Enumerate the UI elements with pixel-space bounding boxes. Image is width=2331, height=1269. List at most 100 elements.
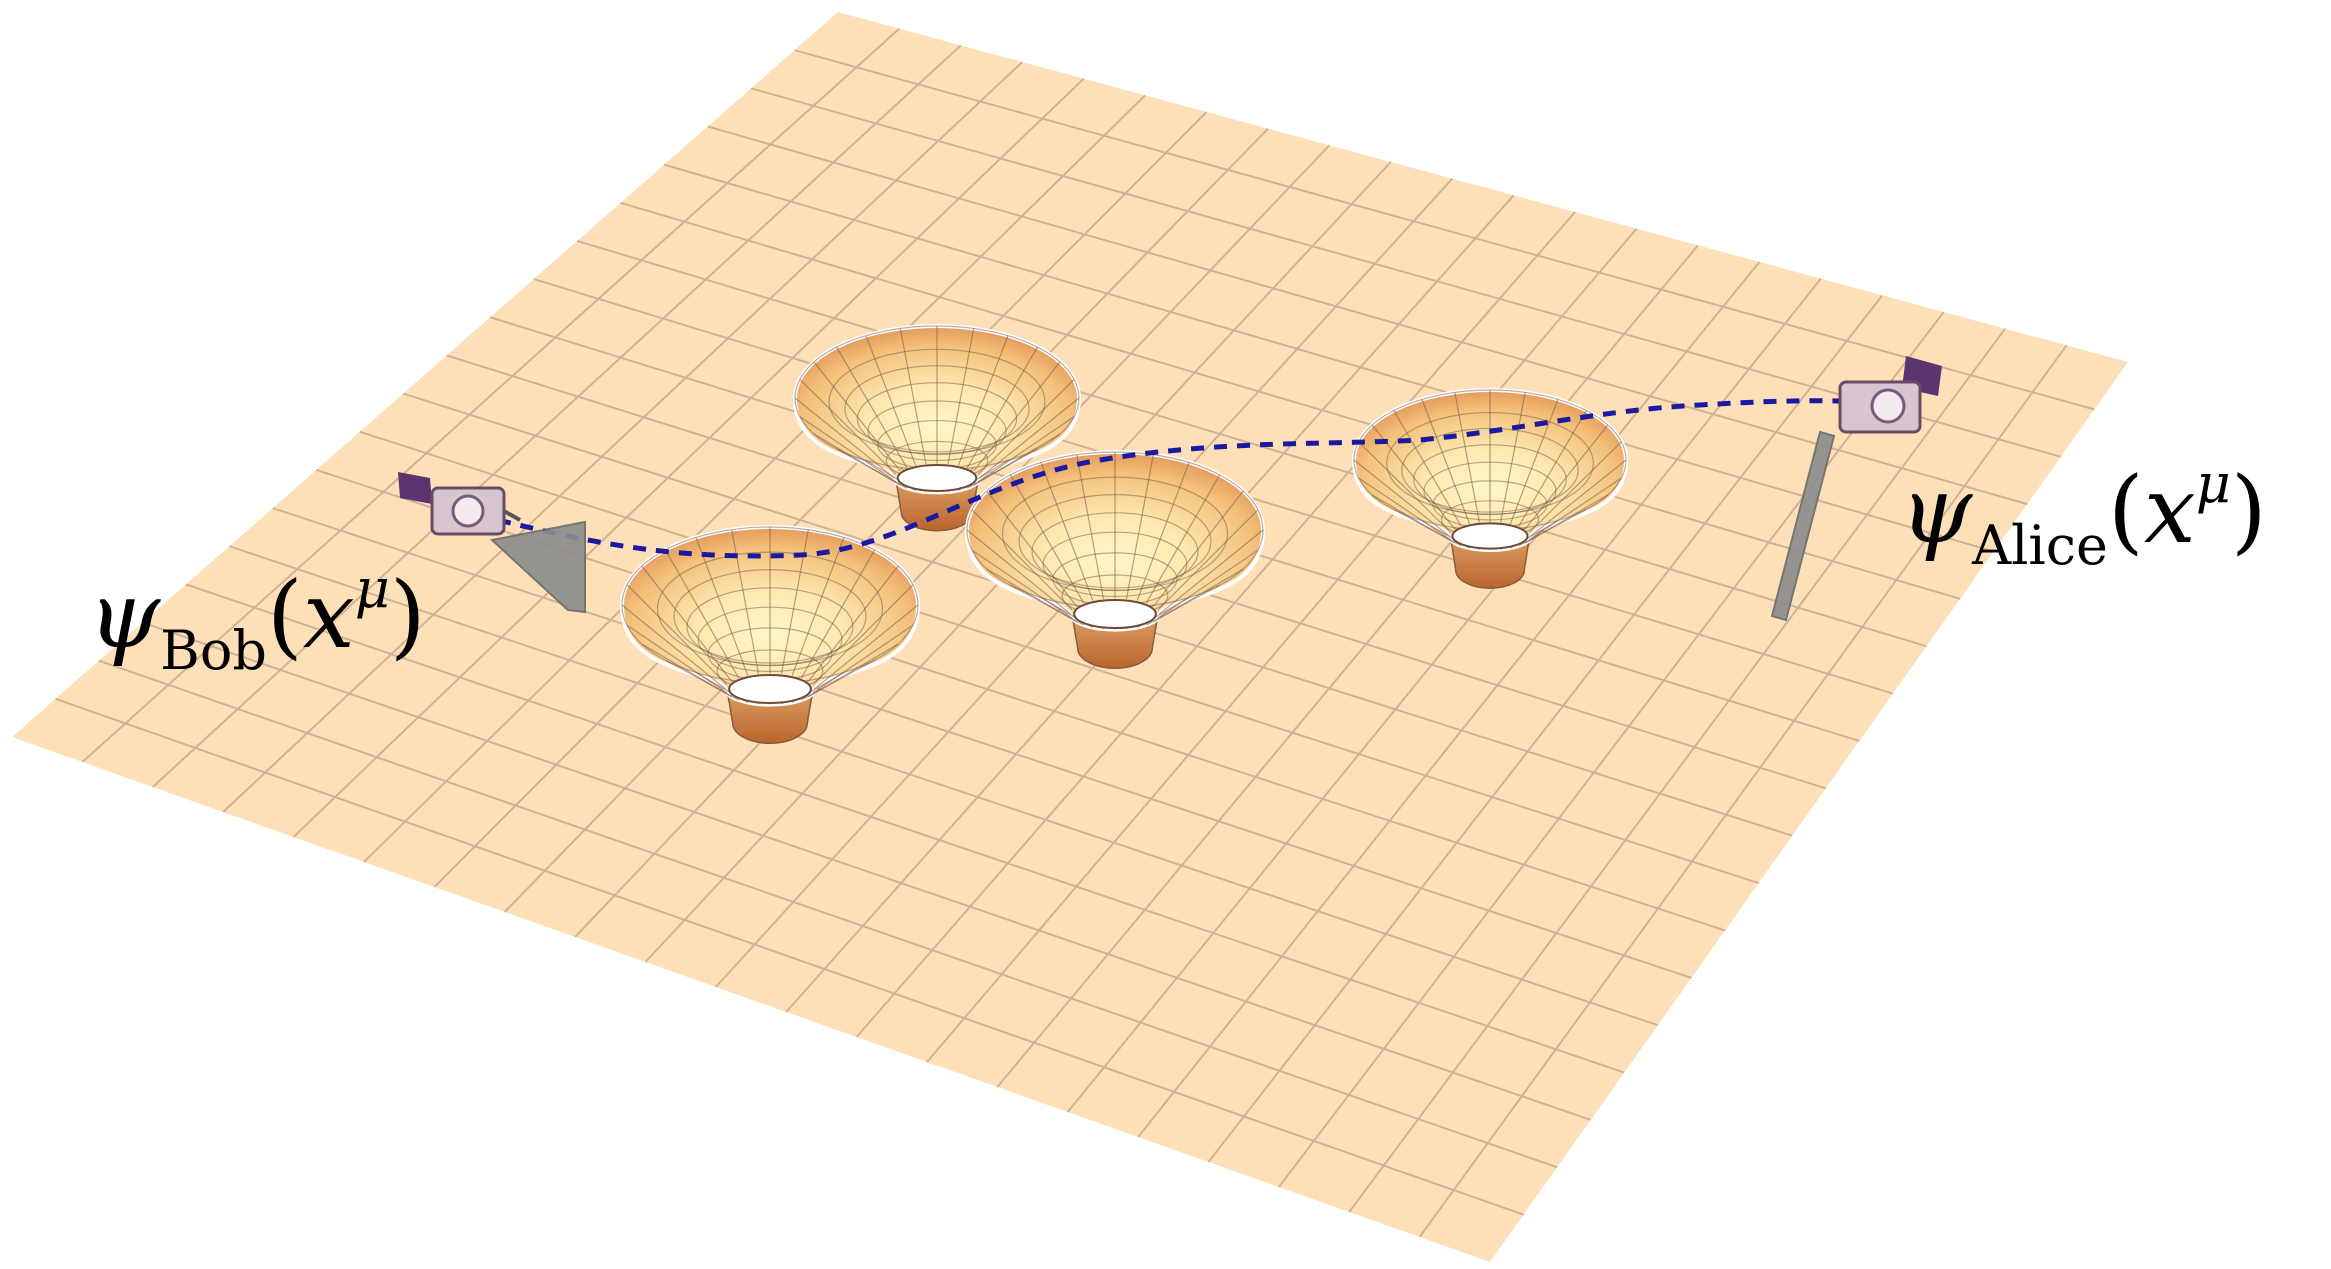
bob-solar-panel — [489, 520, 586, 614]
gravity-well — [964, 450, 1266, 670]
well-mesh-ring — [686, 587, 854, 667]
well-mesh-line — [626, 584, 728, 686]
grid-line — [855, 211, 1576, 1038]
grid-line — [229, 545, 1659, 1027]
spacetime-grid — [55, 27, 2095, 1238]
open-paren: ( — [266, 562, 303, 669]
well-mesh-line — [791, 537, 845, 676]
gravity-well — [792, 324, 1082, 532]
superscript-mu: μ — [2195, 452, 2231, 515]
well-mesh-line — [695, 537, 749, 676]
grid-line — [574, 144, 1331, 938]
well-mesh-line — [812, 584, 914, 686]
grid-line — [503, 127, 1269, 913]
well-mesh-line — [1358, 477, 1451, 541]
well-mesh-ring — [1401, 427, 1579, 513]
grid-line — [996, 244, 1699, 1088]
satellite-alice — [1770, 356, 1942, 622]
variable-x: x — [302, 562, 355, 669]
well-mesh-line — [1509, 399, 1559, 525]
subscript-alice: Alice — [1972, 514, 2108, 577]
variable-x: x — [2143, 457, 2196, 564]
well-mesh-line — [986, 568, 1077, 623]
well-mesh-line — [1529, 477, 1622, 541]
well-mesh-ring — [867, 400, 1007, 461]
well-mesh-line — [801, 659, 875, 701]
alice-satellite-dish — [1870, 388, 1906, 424]
grid-line — [1207, 294, 1884, 1163]
well-mesh-ring — [844, 365, 1030, 453]
well-mesh-line — [1358, 441, 1452, 533]
grid-line — [142, 621, 1592, 1121]
well-mesh-line — [799, 378, 897, 475]
well-mesh-line — [1528, 441, 1622, 533]
gravity-wells — [619, 324, 1629, 745]
close-paren: ) — [389, 562, 426, 669]
well-mesh-line — [957, 335, 1009, 466]
well-mesh-line — [1145, 474, 1221, 604]
grid-line — [1418, 344, 2068, 1238]
alice-solar-panel — [1770, 430, 1836, 622]
well-mesh-line — [1125, 454, 1154, 600]
grid-line — [222, 61, 1023, 813]
well-mesh-line — [814, 604, 919, 690]
well-mesh-line — [1146, 584, 1220, 626]
label-psi-alice: ψAlice(xμ) — [1900, 457, 2267, 573]
well-hole — [728, 673, 812, 705]
bob-satellite-dish — [451, 494, 485, 528]
grid-line — [926, 228, 1638, 1063]
well-mesh-ring — [1423, 461, 1557, 521]
well-mesh-ring — [1413, 444, 1567, 516]
grid-line — [663, 163, 1994, 553]
well-mesh-line — [1157, 509, 1259, 611]
well-mesh-line — [1518, 410, 1587, 527]
well-mesh-line — [1136, 462, 1190, 601]
psi-symbol: ψ — [88, 562, 161, 669]
well-mesh-line — [1040, 462, 1094, 601]
well-mesh-line — [1157, 549, 1259, 619]
grid-line — [152, 44, 962, 788]
well-mesh-line — [1076, 454, 1105, 600]
well-mesh-line — [621, 604, 726, 690]
well-mesh-line — [800, 549, 876, 679]
grid-line — [620, 201, 1961, 600]
well-mesh-ring — [697, 606, 843, 673]
satellite-bob — [398, 472, 586, 614]
well-mesh-line — [971, 509, 1073, 611]
grid-line — [363, 94, 1146, 863]
well-hole — [1073, 598, 1157, 630]
well-mesh-ring — [1018, 494, 1212, 589]
well-hole — [1451, 522, 1529, 550]
grid-line — [98, 659, 1558, 1169]
open-paren: ( — [2107, 457, 2144, 564]
geodesic-path — [497, 398, 1871, 559]
close-paren: ) — [2230, 457, 2267, 564]
grid-line — [292, 77, 1085, 838]
grid-line — [272, 507, 1692, 979]
well-mesh-ring — [828, 348, 1046, 455]
well-mesh-line — [799, 416, 897, 483]
well-mesh-line — [966, 448, 1038, 489]
well-mesh-line — [971, 549, 1073, 619]
spacetime-sheet — [12, 12, 2128, 1262]
grid-line — [433, 111, 1208, 888]
grid-line — [1348, 328, 2006, 1213]
bob-antenna-panel — [398, 472, 432, 504]
well-mesh-line — [1009, 474, 1085, 604]
well-mesh-line — [641, 643, 732, 698]
well-mesh-ring — [1031, 512, 1199, 592]
well-mesh-line — [865, 335, 917, 466]
grid-line — [1066, 261, 1761, 1113]
well-mesh-line — [1421, 399, 1471, 525]
well-mesh-line — [1393, 410, 1462, 527]
well-mesh-line — [813, 433, 901, 486]
well-hole — [896, 464, 978, 492]
gravity-well — [619, 525, 921, 745]
well-mesh-line — [977, 416, 1075, 483]
well-mesh-line — [1454, 392, 1481, 523]
well-mesh-line — [794, 397, 895, 479]
well-mesh-line — [1499, 392, 1526, 523]
grid-line — [81, 27, 901, 763]
grid-line — [707, 125, 2028, 506]
